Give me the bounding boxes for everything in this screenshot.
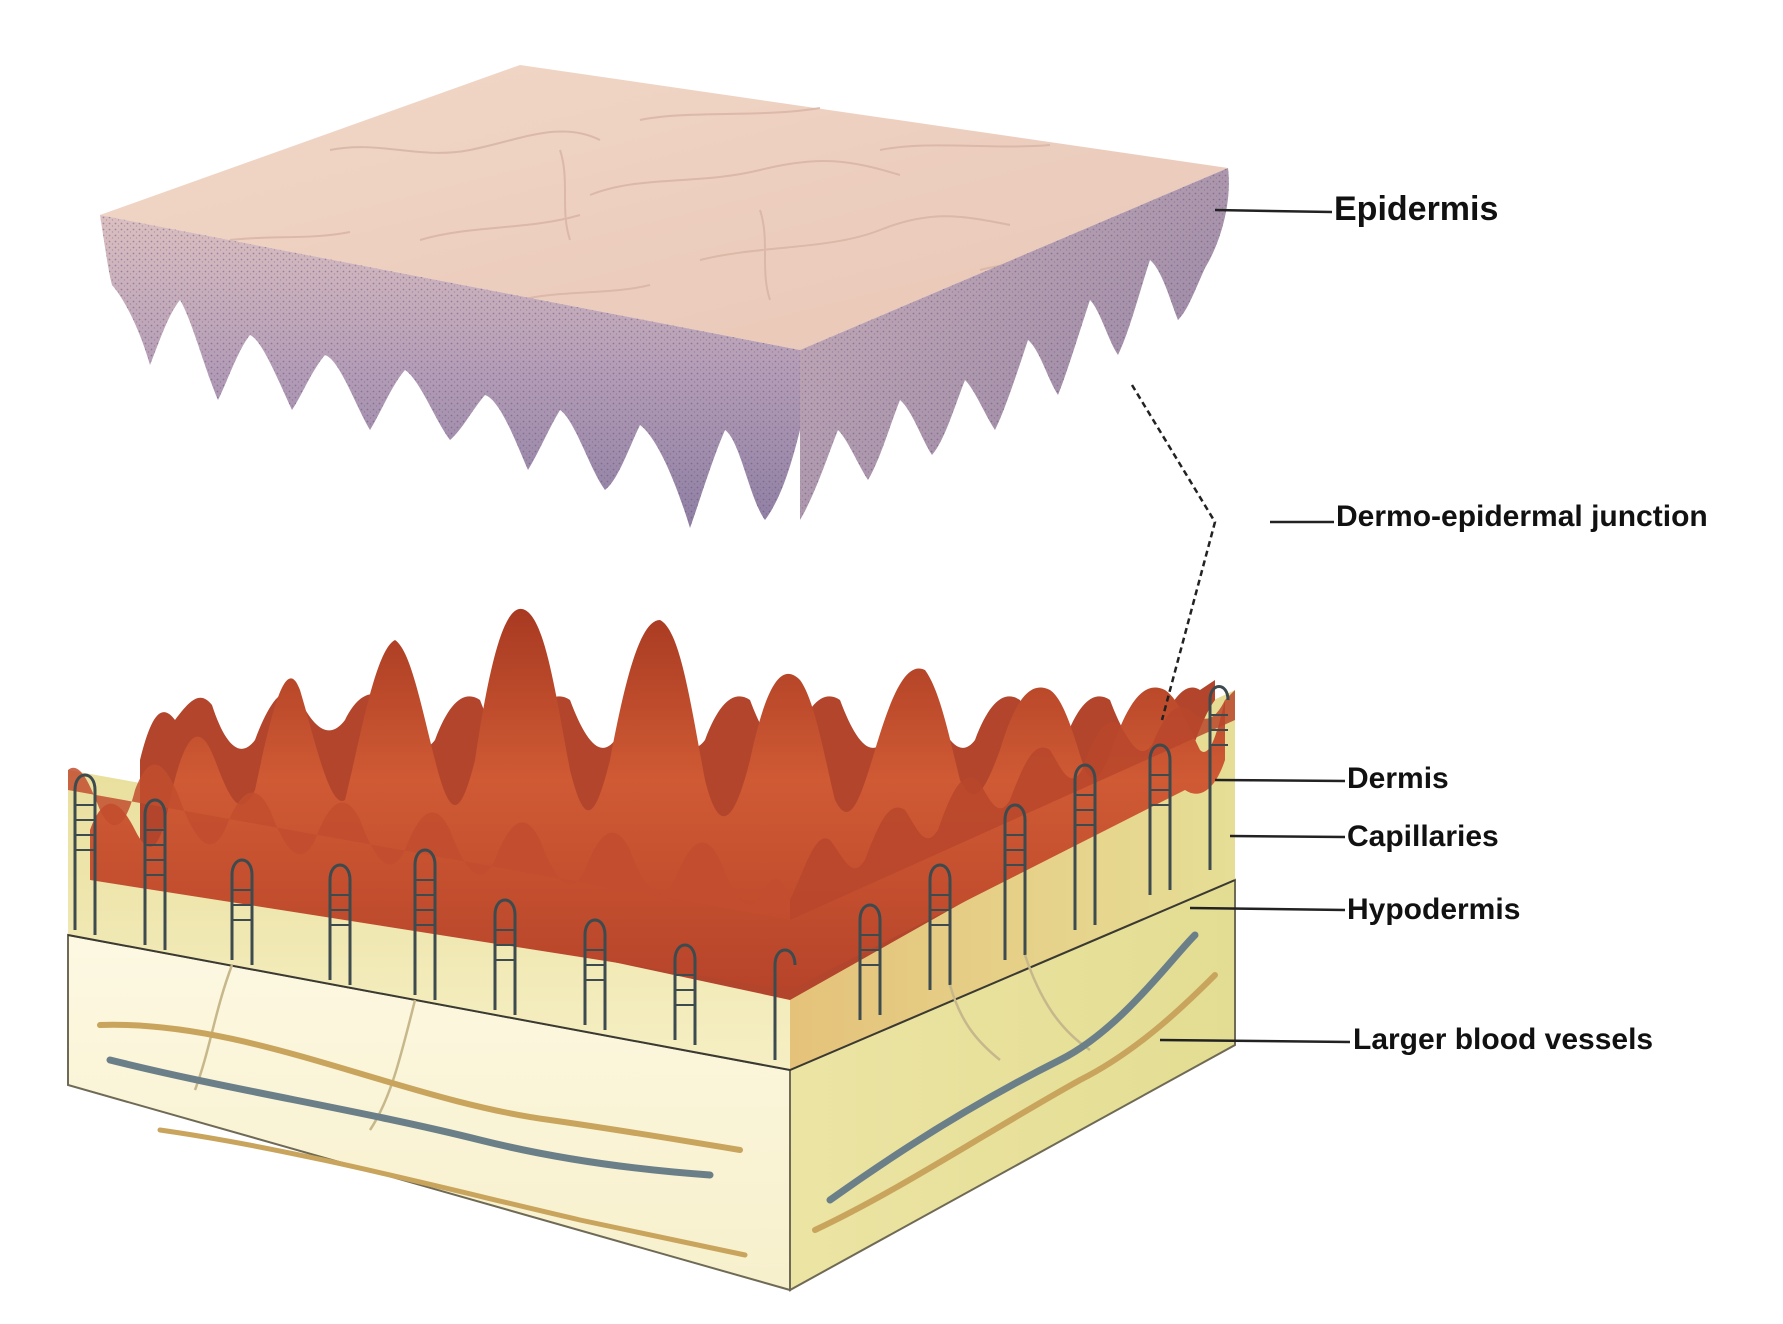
capillary-loop	[773, 948, 797, 1060]
dermal-ridge-front-crests	[68, 764, 790, 920]
capillary-loop	[583, 918, 607, 1030]
vessel-tan-front	[97, 1021, 743, 1153]
capillary-loop	[1208, 685, 1230, 870]
capillary-loop	[493, 898, 517, 1015]
leader-dermis	[1214, 778, 1346, 783]
capillary-loop	[230, 858, 254, 965]
capillary-loop	[1073, 763, 1097, 930]
label-larger-blood-vessels: Larger blood vessels	[1353, 1023, 1654, 1056]
capillary-loop	[673, 943, 697, 1045]
label-dermo-epidermal-junction: Dermo-epidermal junction	[1336, 500, 1708, 533]
lower-skin-block	[67, 608, 1236, 1292]
epidermis-layer	[100, 65, 1229, 528]
leader-epidermis	[1214, 208, 1333, 214]
capillary-loop	[143, 798, 167, 950]
capillary-loop	[1003, 803, 1027, 960]
capillary-loop	[73, 773, 97, 935]
capillary-rungs	[75, 714, 1228, 1006]
capillary-loop	[928, 863, 952, 990]
larger-blood-vessels	[97, 931, 1218, 1258]
capillary-loop	[1148, 743, 1172, 895]
label-dermis: Dermis	[1347, 762, 1449, 795]
label-capillaries: Capillaries	[1347, 820, 1499, 853]
leader-vessels	[1159, 1038, 1351, 1044]
leader-capillaries	[1229, 834, 1346, 839]
label-hypodermis: Hypodermis	[1347, 893, 1521, 926]
capillary-loops	[73, 685, 1230, 1060]
label-epidermis: Epidermis	[1334, 190, 1499, 228]
vessel-tan-front-lower	[157, 1127, 748, 1258]
leader-lines	[1130, 208, 1351, 1044]
epidermis-top-surface	[100, 65, 1228, 350]
vessel-blue-side	[826, 931, 1199, 1204]
capillary-loop	[858, 903, 882, 1020]
vessel-tan-side	[812, 972, 1218, 1233]
leader-dej	[1130, 384, 1217, 721]
leader-hypodermis	[1189, 906, 1346, 912]
capillary-loop	[328, 863, 352, 985]
vessel-blue-front	[106, 1056, 714, 1179]
capillary-loop	[413, 848, 437, 1000]
